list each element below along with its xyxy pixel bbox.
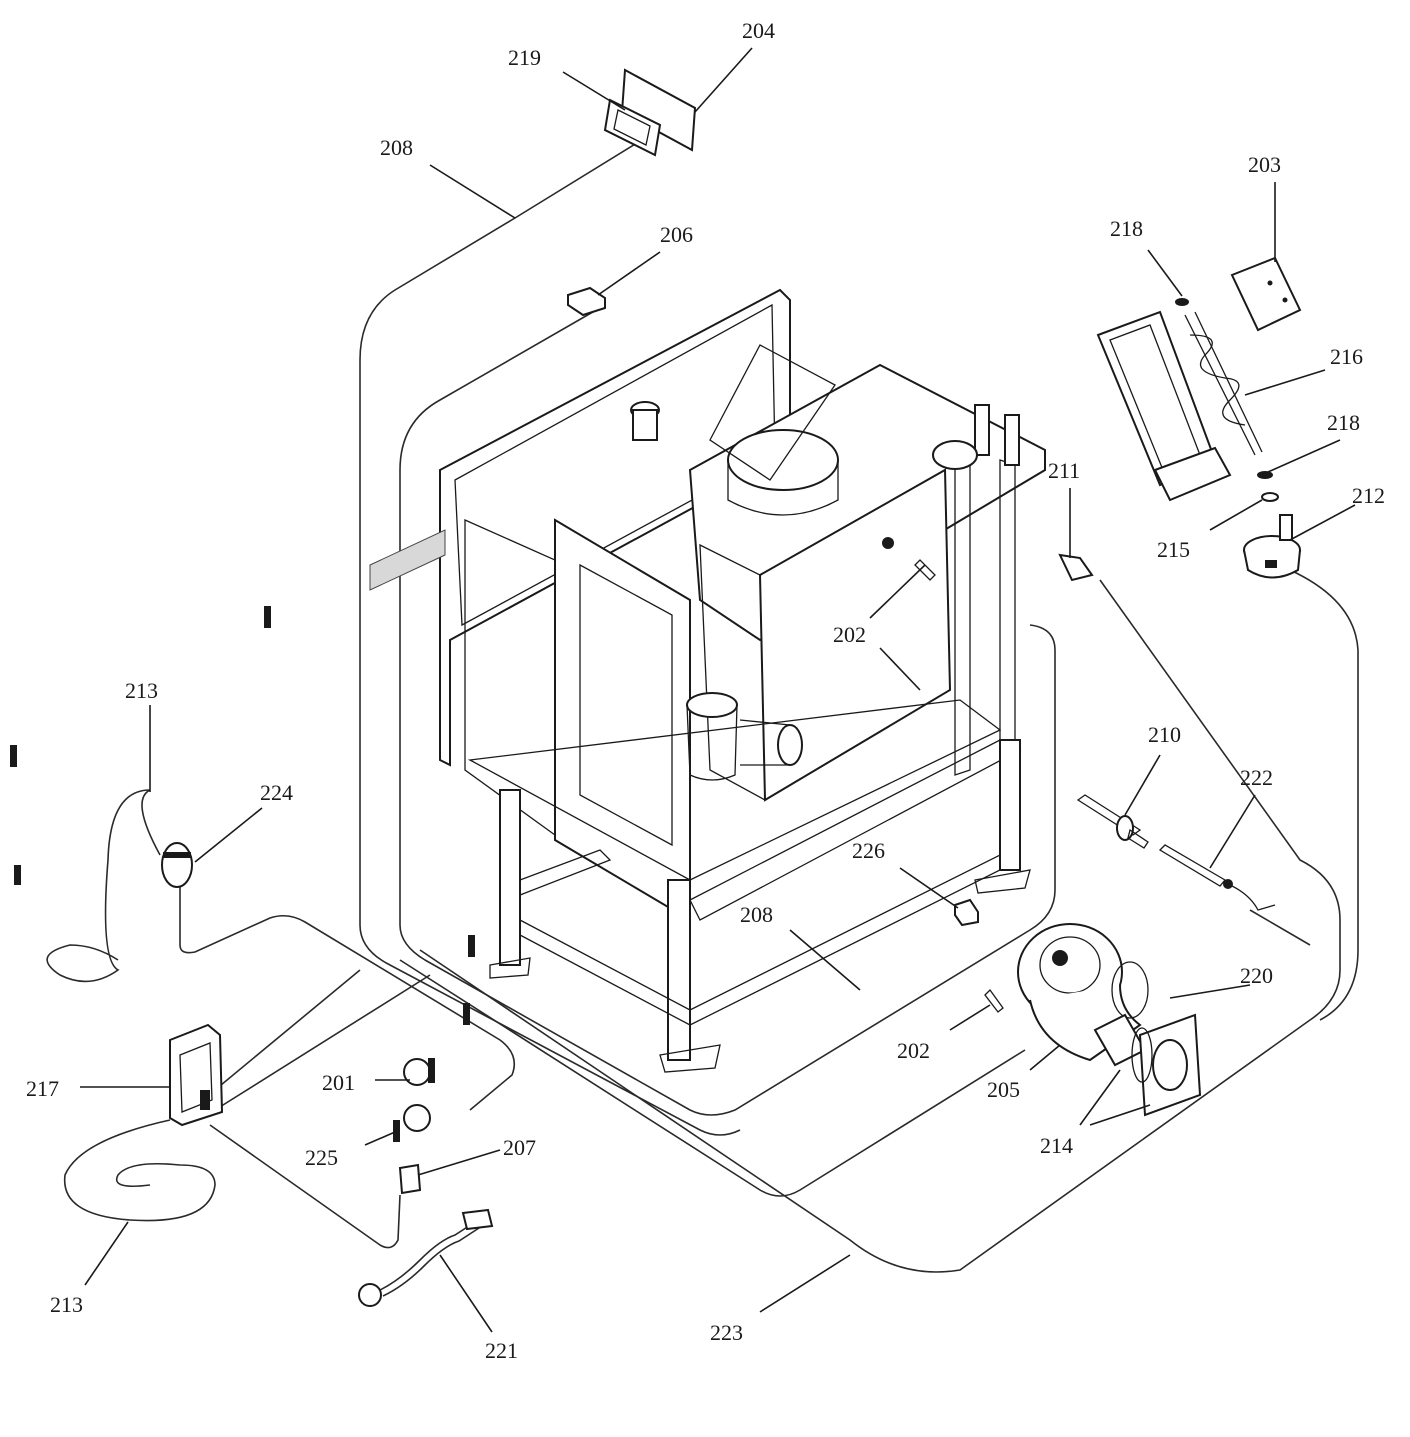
igniter (1076, 794, 1149, 849)
part-203 (1230, 256, 1302, 332)
callout-213-top: 213 (125, 678, 158, 703)
callout-220: 220 (1240, 963, 1273, 988)
callout-208-top: 208 (380, 135, 413, 160)
scan-mark (10, 745, 17, 767)
callout-202-lower: 202 (897, 1038, 930, 1063)
callout-213-bottom: 213 (50, 1292, 83, 1317)
power-plug (358, 1208, 494, 1307)
callout-218-top: 218 (1110, 216, 1143, 241)
callout-204: 204 (742, 18, 775, 43)
callout-206: 206 (660, 222, 693, 247)
callout-210: 210 (1148, 722, 1181, 747)
callout-216: 216 (1330, 344, 1363, 369)
scan-mark (264, 606, 271, 628)
callout-223: 223 (710, 1320, 743, 1345)
callout-224: 224 (260, 780, 293, 805)
control-panel-part (603, 68, 697, 157)
combustion-fan (1017, 923, 1202, 1117)
scan-mark (463, 1003, 470, 1025)
callout-203: 203 (1248, 152, 1281, 177)
callout-201: 201 (322, 1070, 355, 1095)
callout-207: 207 (503, 1135, 536, 1160)
leader-lines (80, 47, 1356, 1333)
callout-215: 215 (1157, 537, 1190, 562)
gear-motor (1243, 514, 1301, 579)
scan-mark (14, 865, 21, 885)
thermostat-225 (393, 1104, 431, 1142)
callout-labels: 219 204 208 206 203 218 216 218 212 215 … (26, 18, 1385, 1363)
callout-226: 226 (852, 838, 885, 863)
part-226 (954, 898, 979, 927)
pin-202-upper (914, 559, 936, 581)
callout-225: 225 (305, 1145, 338, 1170)
callout-205: 205 (987, 1077, 1020, 1102)
callout-211: 211 (1048, 458, 1080, 483)
callout-217: 217 (26, 1076, 59, 1101)
pressure-switch (161, 842, 193, 888)
fuse-holder (398, 1163, 422, 1195)
callout-212: 212 (1352, 483, 1385, 508)
callout-222: 222 (1240, 765, 1273, 790)
callout-219: 219 (508, 45, 541, 70)
scan-mark (468, 935, 475, 957)
control-board (169, 1023, 224, 1127)
sensor-probe (1158, 844, 1276, 911)
callout-214: 214 (1040, 1133, 1073, 1158)
stove-frame (369, 288, 1046, 1073)
auger-assembly (1096, 298, 1279, 502)
callout-218-lower: 218 (1327, 410, 1360, 435)
callout-208-lower: 208 (740, 902, 773, 927)
part-206 (567, 286, 606, 317)
callout-221: 221 (485, 1338, 518, 1363)
callout-202-upper: 202 (833, 622, 866, 647)
thermostat-201 (403, 1058, 435, 1086)
connector-211 (1058, 553, 1094, 582)
pin-202 (984, 989, 1004, 1013)
